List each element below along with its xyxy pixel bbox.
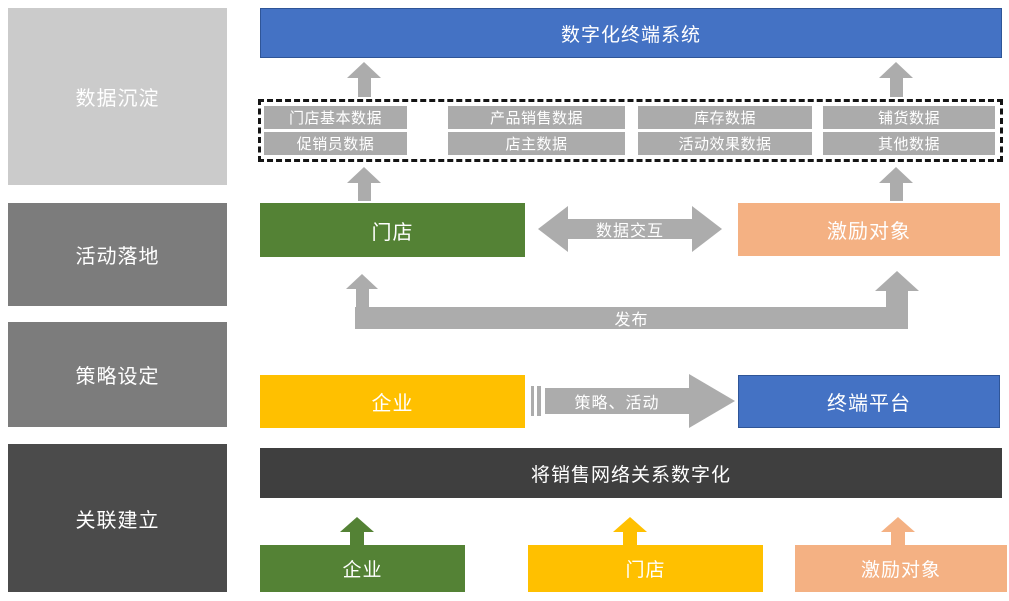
up-arrow-icon xyxy=(347,62,381,97)
up-arrow-icon xyxy=(875,271,919,308)
up-arrow-icon xyxy=(879,167,913,201)
arrow-stem xyxy=(886,291,908,308)
arrow-stem xyxy=(889,78,903,97)
data-box-product-sales: 产品销售数据 xyxy=(448,106,625,129)
up-arrow-icon xyxy=(881,517,915,545)
arrow-stem xyxy=(357,78,371,97)
bottom-enterprise-box: 企业 xyxy=(260,545,465,592)
arrow-stem xyxy=(357,183,371,201)
arrow-left-head xyxy=(538,206,568,252)
arrow-stem xyxy=(891,532,905,545)
up-arrow-icon xyxy=(340,517,374,545)
up-arrow-icon xyxy=(613,517,647,545)
arrow-right-head xyxy=(692,206,722,252)
platform-box: 终端平台 xyxy=(738,375,1000,428)
bottom-incentive-box: 激励对象 xyxy=(795,545,1007,592)
bottom-store-box: 门店 xyxy=(528,545,763,592)
stage-data-deposit: 数据沉淀 xyxy=(8,8,227,185)
arrow-head xyxy=(347,62,381,78)
stage-strategy-setting: 策略设定 xyxy=(8,322,227,427)
arrow-stem xyxy=(889,183,903,201)
arrow-head xyxy=(881,517,915,532)
double-arrow-icon: 数据交互 xyxy=(538,206,722,252)
publish-arrow-bar: 发布 xyxy=(355,307,908,329)
data-box-other: 其他数据 xyxy=(823,132,995,155)
data-box-store-basic: 门店基本数据 xyxy=(264,106,407,129)
data-exchange-label: 数据交互 xyxy=(568,219,692,240)
arrow-stripe xyxy=(537,386,541,416)
up-arrow-icon xyxy=(346,274,378,307)
arrow-head xyxy=(346,274,378,289)
arrow-stripe xyxy=(531,386,534,416)
striped-arrow-icon: 策略、活动 xyxy=(531,374,735,428)
up-arrow-icon xyxy=(879,62,913,97)
store-box: 门店 xyxy=(260,203,525,257)
incentive-box: 激励对象 xyxy=(738,203,1000,256)
data-box-promoter: 促销员数据 xyxy=(264,132,407,155)
data-box-inventory: 库存数据 xyxy=(638,106,812,129)
stage-activity-landing: 活动落地 xyxy=(8,203,227,306)
arrow-head xyxy=(340,517,374,532)
arrow-stem xyxy=(623,532,637,545)
arrow-head xyxy=(875,271,919,291)
arrow-head xyxy=(613,517,647,532)
stage-relation-building: 关联建立 xyxy=(8,444,227,592)
strategy-arrow-label: 策略、活动 xyxy=(545,388,689,414)
data-box-owner: 店主数据 xyxy=(448,132,625,155)
data-box-activity-effect: 活动效果数据 xyxy=(638,132,812,155)
arrow-head xyxy=(879,167,913,183)
digital-terminal-system-bar: 数字化终端系统 xyxy=(260,8,1002,58)
arrow-head xyxy=(347,167,381,183)
arrow-head xyxy=(689,374,735,428)
up-arrow-icon xyxy=(347,167,381,201)
digitize-network-banner: 将销售网络关系数字化 xyxy=(260,448,1002,498)
data-group-container xyxy=(258,99,1003,162)
data-box-distribution: 铺货数据 xyxy=(823,106,995,129)
enterprise-box: 企业 xyxy=(260,375,525,428)
arrow-stem xyxy=(350,532,364,545)
arrow-stem xyxy=(355,289,369,307)
arrow-head xyxy=(879,62,913,78)
